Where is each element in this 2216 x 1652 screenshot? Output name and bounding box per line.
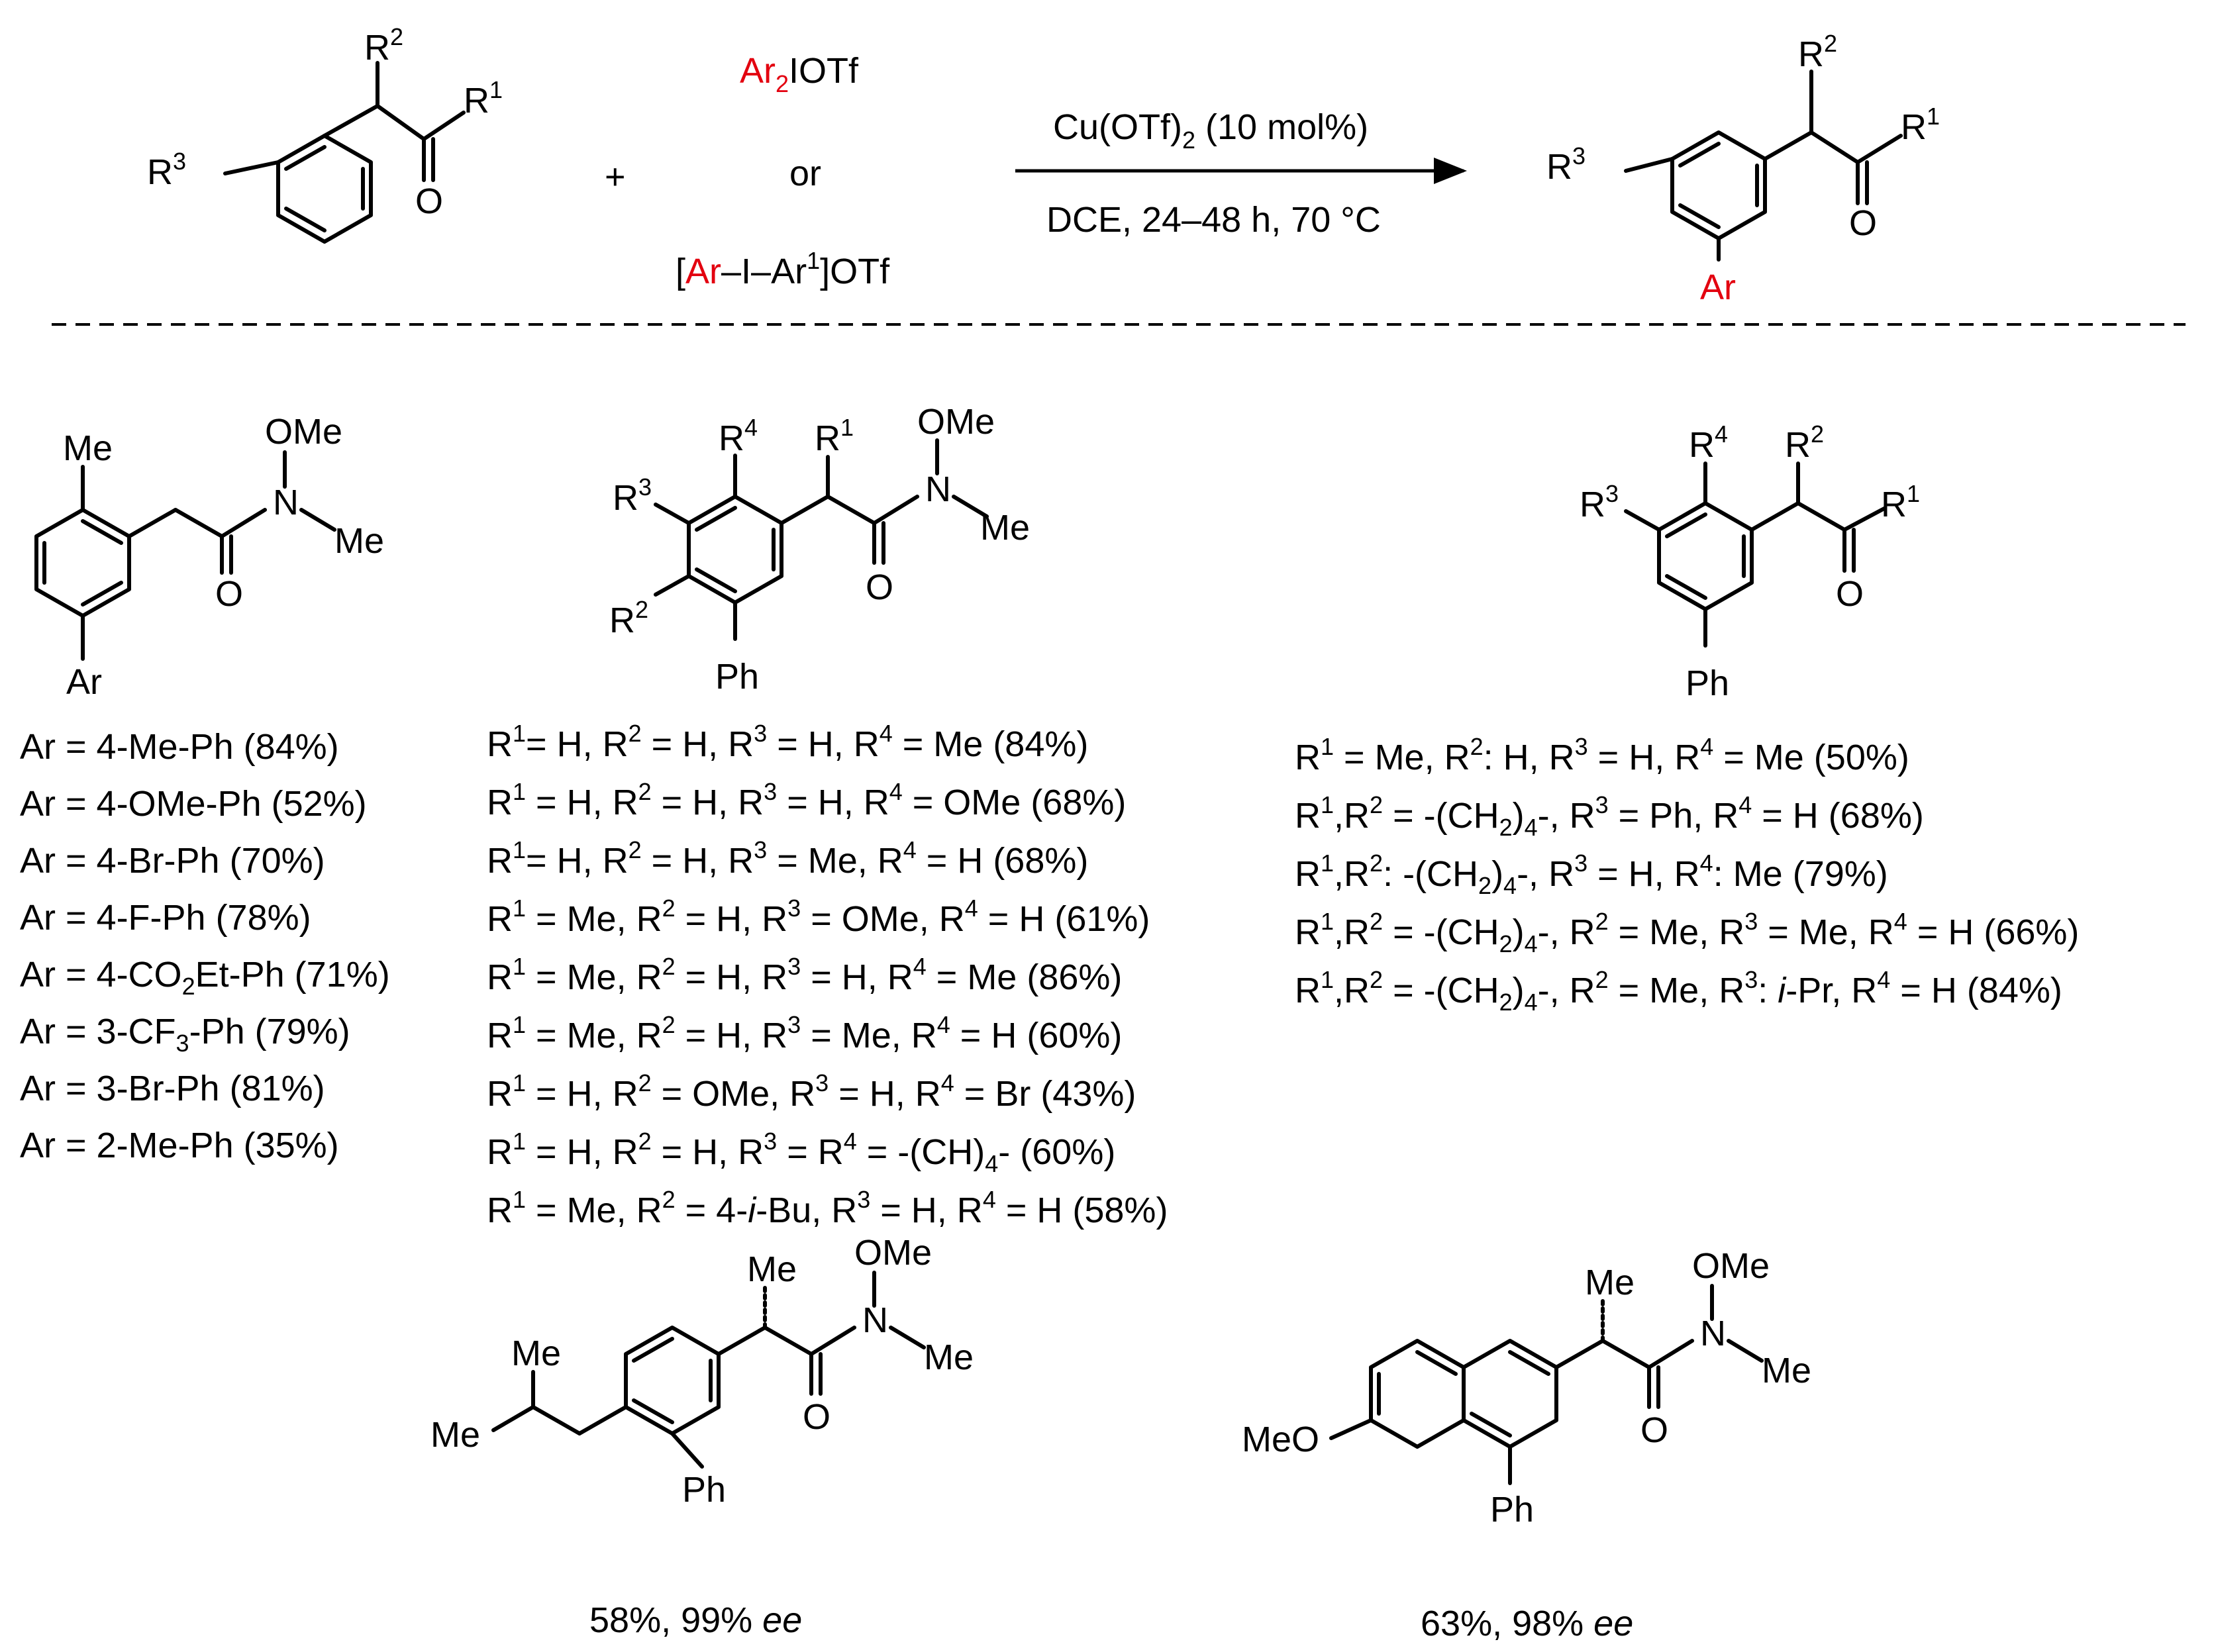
ibuprofen-phenyl-label: Ph: [682, 1470, 726, 1510]
naproxen-product-structure: Me OMe N Me O MeO Ph: [1242, 1246, 1811, 1530]
reactant-r3-label: R3: [147, 148, 186, 192]
naproxen-yield-caption: 63%, 98% ee: [1421, 1604, 1633, 1643]
series2-r2-label: R2: [609, 596, 648, 640]
reaction-conditions-solvent: DCE, 24–48 h, 70 °C: [1046, 200, 1381, 240]
series3-phenyl-label: Ph: [1686, 663, 1729, 703]
series3-entry: R1,R2 = -(CH2)4-, R3 = Ph, R4 = H (68%): [1295, 791, 1924, 841]
series2-phenyl-label: Ph: [715, 657, 759, 697]
series3-r4-label: R4: [1689, 420, 1728, 465]
series2-entry: R1 = Me, R2 = H, R3 = Me, R4 = H (60%): [487, 1011, 1123, 1056]
series2-r3-label: R3: [613, 473, 652, 518]
series1-entry: Ar = 3-Br-Ph (81%): [20, 1069, 325, 1108]
reagent-diaryliodonium: Ar2IOTf: [740, 51, 859, 97]
series1-nitrogen-label: N: [273, 483, 299, 522]
series1-entry: Ar = 3-CF3-Ph (79%): [20, 1012, 350, 1057]
naproxen-methoxy-label: OMe: [1692, 1246, 1770, 1286]
series3-r2-label: R2: [1785, 420, 1824, 465]
series3-r1-label: R1: [1881, 480, 1920, 524]
naproxen-methyl-top-label: Me: [1585, 1263, 1635, 1302]
series1-entry: Ar = 4-F-Ph (78%): [20, 898, 311, 938]
series2-r4-label: R4: [719, 414, 758, 458]
reactant-r1-label: R1: [464, 76, 503, 121]
naproxen-phenyl-label: Ph: [1490, 1490, 1534, 1530]
naproxen-n-methyl-label: Me: [1762, 1351, 1811, 1390]
series1-entry: Ar = 4-Br-Ph (70%): [20, 841, 325, 881]
ibuprofen-product-structure: Me OMe N Me O Me Me Ph: [430, 1233, 974, 1510]
product-oxygen-label: O: [1849, 203, 1877, 243]
naproxen-meo-label: MeO: [1242, 1420, 1319, 1459]
series1-entry-list: Ar = 4-Me-Ph (84%) Ar = 4-OMe-Ph (52%) Ar …: [20, 718, 390, 1174]
series2-entry: R1 = Me, R2 = H, R3 = H, R4 = Me (86%): [487, 953, 1123, 998]
ibuprofen-n-methyl-label: Me: [924, 1337, 974, 1377]
series2-n-methyl-label: Me: [980, 508, 1030, 548]
ibuprofen-yield-caption: 58%, 99% ee: [589, 1600, 802, 1640]
ibuprofen-branch-methyl-label: Me: [511, 1334, 561, 1373]
series3-r3-label: R3: [1580, 480, 1619, 524]
naproxen-oxygen-label: O: [1640, 1410, 1668, 1450]
series1-n-methyl-label: Me: [334, 521, 384, 561]
series2-nitrogen-label: N: [925, 469, 951, 509]
series3-entry: R1,R2 = -(CH2)4-, R2 = Me, R3 = Me, R4 =…: [1295, 908, 2080, 957]
series2-entry: R1= H, R2 = H, R3 = H, R4 = Me (84%): [487, 720, 1089, 765]
series3-entry: R1,R2 = -(CH2)4-, R2 = Me, R3: i-Pr, R4 …: [1295, 966, 2062, 1016]
series1-entry: Ar = 4-OMe-Ph (52%): [20, 784, 367, 824]
product-ar-label: Ar: [1700, 267, 1736, 307]
ibuprofen-methyl-top-label: Me: [747, 1249, 797, 1289]
ibuprofen-oxygen-label: O: [803, 1397, 831, 1437]
series2-entry-list: R1= H, R2 = H, R3 = H, R4 = Me (84%) R1 =…: [487, 715, 1168, 1239]
product-r3-label: R3: [1546, 142, 1586, 187]
series2-entry: R1 = H, R2 = H, R3 = H, R4 = OMe (68%): [487, 778, 1127, 823]
series2-entry: R1 = Me, R2 = 4-i-Bu, R3 = H, R4 = H (58…: [487, 1186, 1168, 1231]
series2-r1-label: R1: [815, 414, 854, 458]
series1-structure: Me OMe N Me O Ar: [34, 412, 384, 702]
series1-entry: Ar = 4-Me-Ph (84%): [20, 727, 339, 767]
naproxen-nitrogen-label: N: [1700, 1314, 1726, 1353]
series1-entry: Ar = 2-Me-Ph (35%): [20, 1126, 339, 1165]
series2-oxygen-label: O: [866, 567, 893, 607]
series1-oxygen-label: O: [215, 574, 243, 614]
series2-entry: R1 = H, R2 = H, R3 = R4 = -(CH)4- (60%): [487, 1128, 1116, 1177]
plus-sign: +: [605, 157, 626, 197]
ibuprofen-nitrogen-label: N: [862, 1300, 888, 1340]
product-structure: R2 R1 O R3 Ar: [1546, 30, 1940, 307]
reactant-r2-label: R2: [364, 23, 403, 68]
series1-methoxy-label: OMe: [265, 412, 342, 452]
reactant-oxygen-label: O: [415, 181, 443, 221]
reagent-unsymmetrical-iodonium: [Ar–I–Ar1]OTf: [676, 247, 890, 291]
series3-entry: R1,R2: -(CH2)4-, R3 = H, R4: Me (79%): [1295, 850, 1888, 899]
reagent-or: or: [789, 154, 821, 193]
product-r1-label: R1: [1901, 103, 1940, 147]
series2-structure: R4 R1 R3 R2 OMe N Me O Ph: [609, 402, 1030, 697]
series1-methyl-label: Me: [63, 428, 113, 468]
series3-entry: R1 = Me, R2: H, R3 = H, R4 = Me (50%): [1295, 733, 1909, 778]
reactant-structure: R2 R1 O R3: [147, 23, 503, 244]
series2-entry: R1 = H, R2 = OMe, R3 = H, R4 = Br (43%): [487, 1069, 1136, 1114]
series1-ar-label: Ar: [66, 662, 102, 702]
reaction-conditions-catalyst: Cu(OTf)2 (10 mol%): [1053, 107, 1368, 154]
series3-structure: R4 R2 R3 R1 O Ph: [1580, 420, 1920, 703]
series3-entry-list: R1 = Me, R2: H, R3 = H, R4 = Me (50%) R1,…: [1295, 728, 2079, 1020]
ibuprofen-methoxy-label: OMe: [854, 1233, 932, 1273]
series1-entry: Ar = 4-CO2Et-Ph (71%): [20, 955, 390, 1000]
series3-oxygen-label: O: [1836, 574, 1864, 614]
series2-entry: R1 = Me, R2 = H, R3 = OMe, R4 = H (61%): [487, 895, 1150, 940]
ibuprofen-terminal-methyl-label: Me: [430, 1415, 480, 1455]
product-r2-label: R2: [1798, 30, 1837, 74]
series2-entry: R1= H, R2 = H, R3 = Me, R4 = H (68%): [487, 836, 1089, 881]
series2-methoxy-label: OMe: [917, 402, 995, 442]
